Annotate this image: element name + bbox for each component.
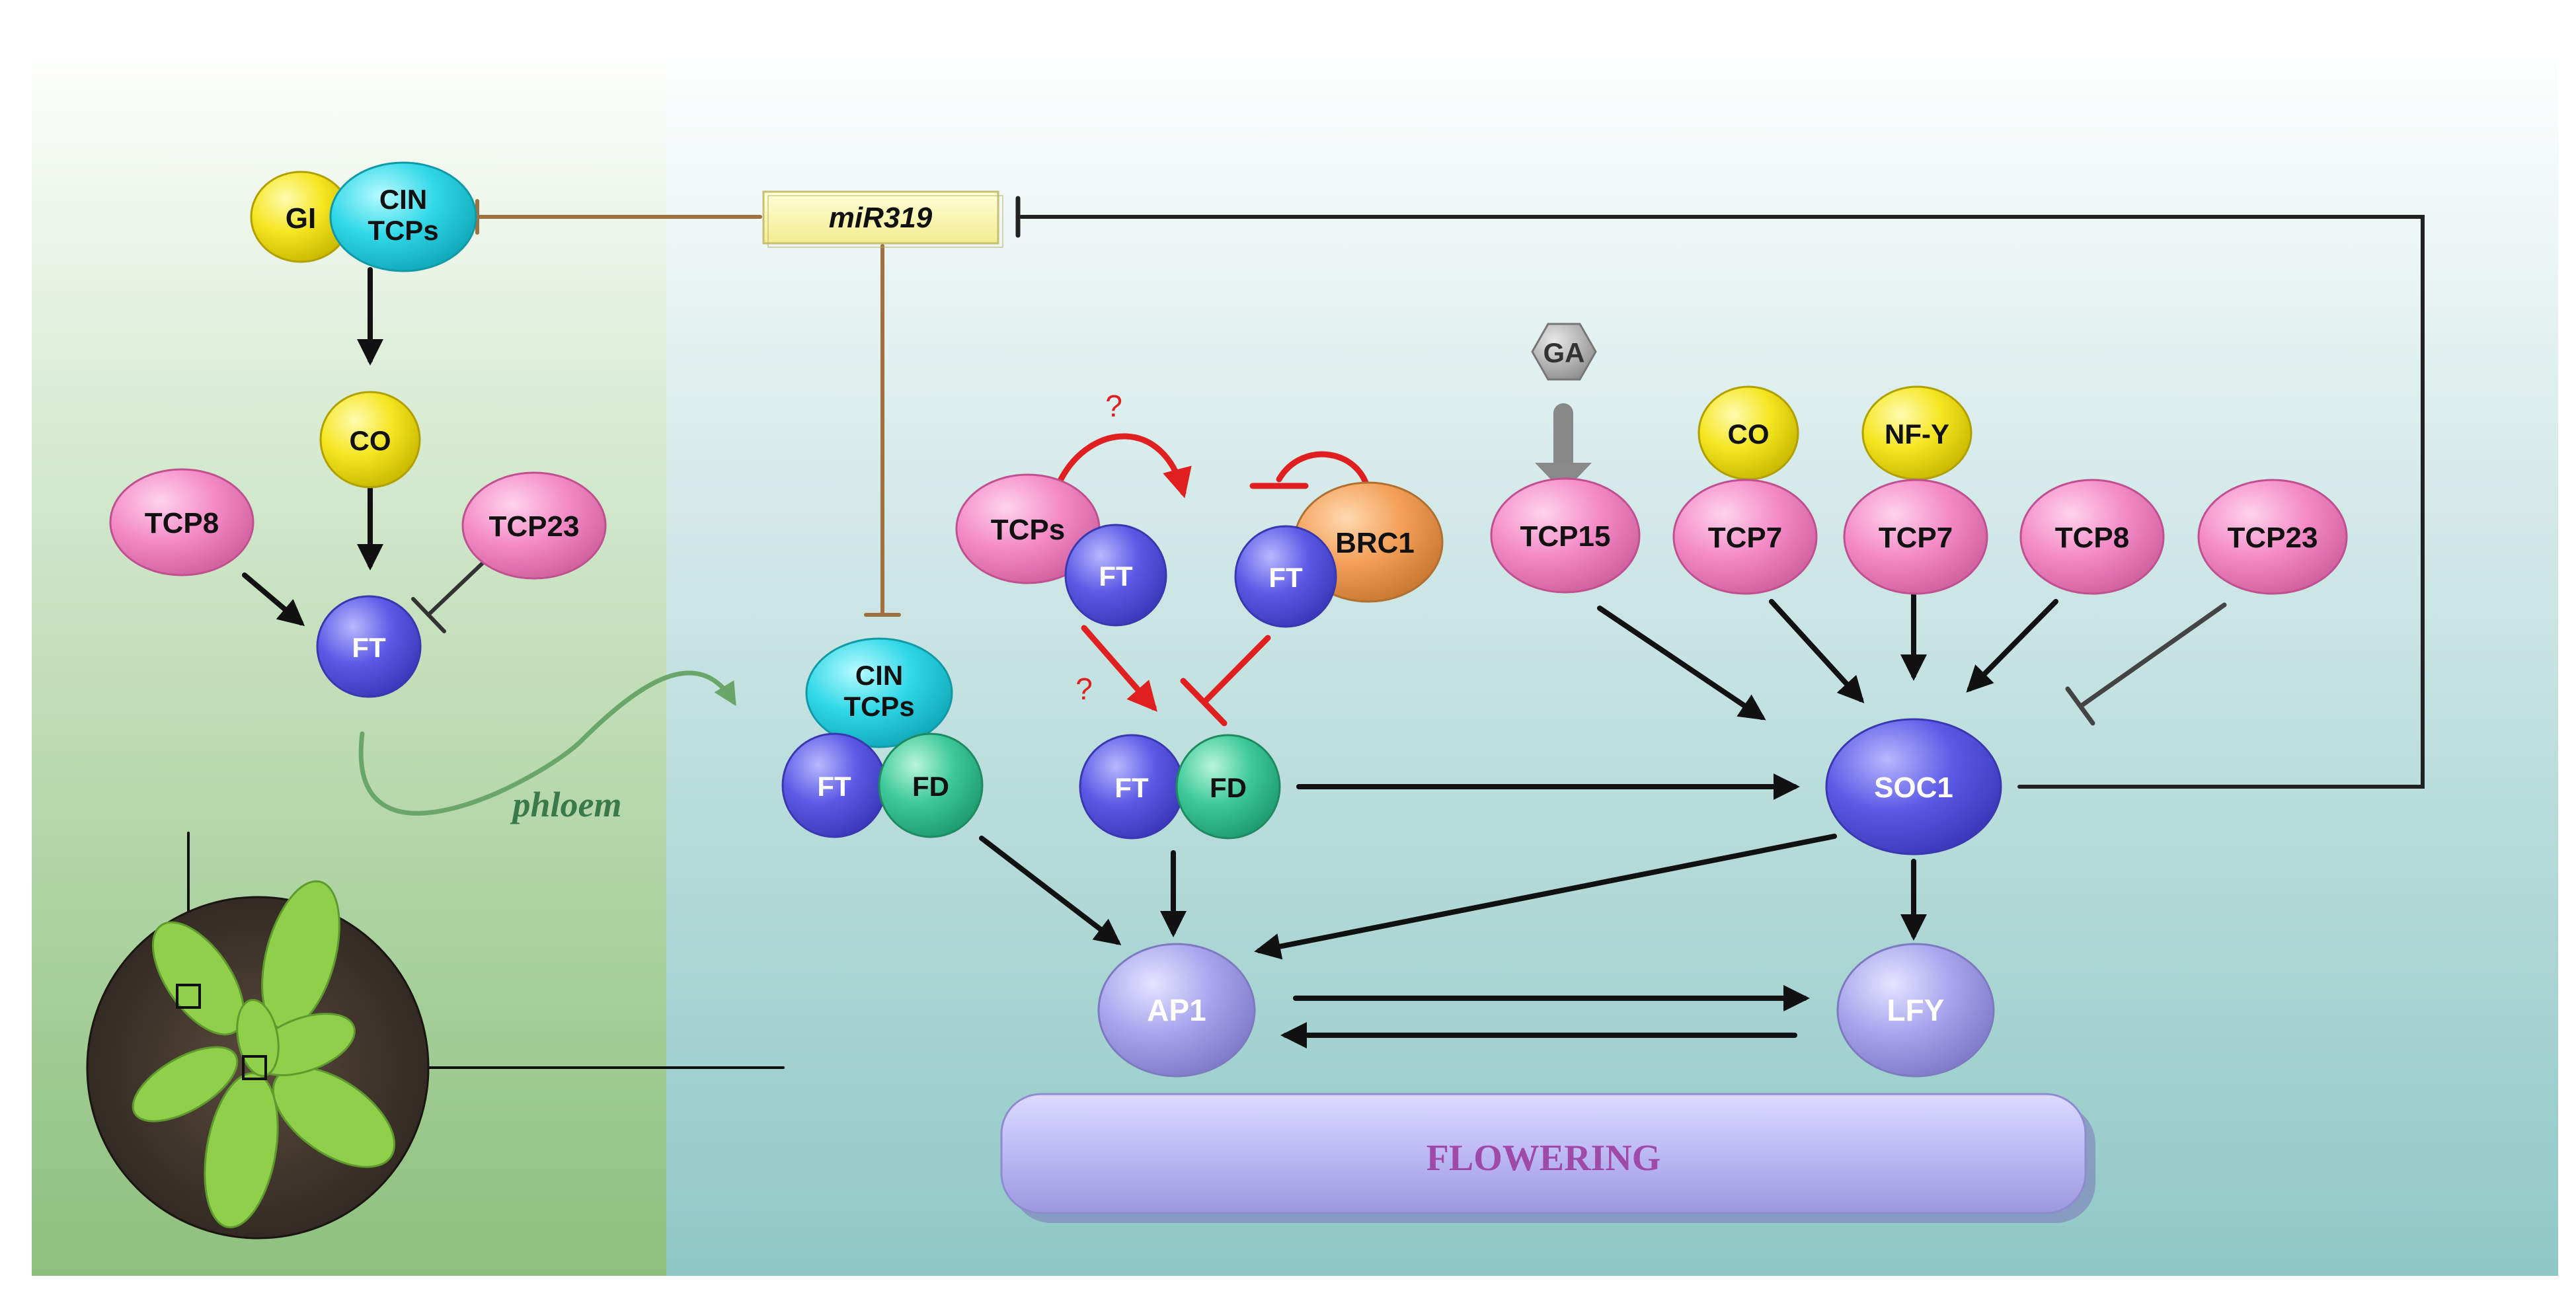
tcp15-node: TCP15 — [1490, 477, 1641, 594]
tcp8-to-soc1-arrow — [1966, 599, 2058, 693]
ap1-node: AP1 — [1097, 943, 1256, 1078]
fd-a-node: FD — [878, 732, 984, 838]
tcps-middle-node: TCPs — [955, 473, 1101, 584]
tcp8-right-label: TCP8 — [2055, 522, 2129, 554]
soc1-label: SOC1 — [1874, 771, 1953, 804]
tcp15-to-soc1-arrow — [1597, 606, 1766, 721]
brc1-self-inhibition — [1276, 451, 1372, 496]
lfy-node: LFY — [1836, 943, 1995, 1078]
cin-tcps-left-line2: TCPs — [368, 215, 438, 246]
co-left-label: CO — [350, 425, 391, 456]
ap1-label: AP1 — [1147, 993, 1206, 1027]
tcps-ft-to-ft-fd-red-arrow — [1081, 625, 1157, 712]
left-panel-nodes: GI CIN TCPs CO TCP8 TCP23 FT phloem — [109, 161, 622, 824]
nfy-label: NF-Y — [1885, 418, 1949, 450]
flowering-outcome-box: FLOWERING — [1000, 1093, 2095, 1223]
phloem-label: phloem — [510, 785, 621, 824]
ga-label: GA — [1543, 337, 1585, 368]
right-nodes: GA TCP15 CO TCP7 NF-Y TCP7 TCP8 TCP23 — [1097, 323, 2348, 1078]
tcps-activate-ft-red-arrow — [1058, 433, 1192, 498]
cin-tcps-left-node: CIN TCPs — [329, 161, 477, 272]
tcp15-label: TCP15 — [1520, 520, 1611, 553]
ft-d-label: FT — [1114, 772, 1149, 803]
tcp23-inhibits-ft — [426, 560, 486, 617]
tcp7-a-label: TCP7 — [1708, 522, 1782, 554]
co-right-label: CO — [1728, 418, 1770, 450]
co-left-node: CO — [319, 391, 421, 489]
phloem-transport-arrow — [358, 670, 736, 816]
ft-a-node: FT — [781, 732, 887, 838]
plant-leaf-callout-box — [176, 984, 201, 1009]
ft-b-label: FT — [1099, 561, 1133, 592]
tcp7-b-label: TCP7 — [1879, 522, 1953, 554]
tcp23-right-label: TCP23 — [2228, 522, 2318, 554]
ga-node: GA — [1531, 323, 1597, 381]
fd-d-node: FD — [1175, 734, 1281, 840]
tcp23-left-label: TCP23 — [489, 510, 580, 543]
ft-d-node: FT — [1079, 734, 1185, 840]
gi-node: GI — [250, 171, 352, 263]
tcp8-left-node: TCP8 — [109, 468, 254, 576]
ft-fd-complex-to-ap1-arrow — [979, 836, 1122, 945]
brc1-ft-inhibits-ft-fd — [1201, 635, 1271, 705]
soc1-to-ap1-arrow — [1254, 834, 1837, 960]
ft-b-node: FT — [1064, 524, 1167, 627]
ft-a-label: FT — [817, 771, 851, 802]
plant-apex-callout-box — [242, 1055, 267, 1080]
tcp8-to-ft-arrow — [242, 572, 305, 627]
tcp7-b-node: TCP7 — [1843, 479, 1988, 595]
tcp8-right-node: TCP8 — [2019, 479, 2165, 595]
tcp23-right-node: TCP23 — [2197, 479, 2348, 595]
cin-tcps-left-line1: CIN — [379, 184, 427, 215]
cin-tcps-middle-node: CIN TCPs — [805, 637, 953, 748]
middle-nodes: CIN TCPs FT FD TCPs FT ? ? BRC1 FT — [781, 389, 1444, 840]
mir319-node: miR319 — [762, 190, 1003, 248]
tcp23-left-node: TCP23 — [461, 471, 607, 580]
flowering-label: FLOWERING — [1426, 1138, 1661, 1179]
cin-tcps-middle-line1: CIN — [855, 660, 903, 691]
mir319-label: miR319 — [829, 202, 933, 234]
tcp7-a-node: TCP7 — [1672, 479, 1818, 595]
tcp7-to-soc1-arrow — [1769, 599, 1865, 703]
ga-to-tcp15-arrowhead — [1535, 463, 1592, 493]
connectors — [187, 196, 2425, 1069]
ft-c-node: FT — [1234, 525, 1337, 628]
lfy-label: LFY — [1887, 993, 1945, 1027]
tcp8-left-label: TCP8 — [145, 507, 219, 539]
fd-d-label: FD — [1210, 772, 1247, 803]
question-mark-top: ? — [1105, 389, 1122, 423]
plant-rosette-image — [86, 880, 430, 1240]
gi-label: GI — [286, 202, 316, 235]
ft-left-node: FT — [316, 595, 422, 698]
tcps-middle-label: TCPs — [991, 514, 1065, 546]
soc1-feedback-inhibits-mir319 — [1019, 215, 2425, 789]
fd-a-label: FD — [912, 771, 949, 802]
nfy-node: NF-Y — [1861, 385, 1972, 481]
ft-left-label: FT — [352, 632, 386, 663]
brc1-label: BRC1 — [1335, 527, 1415, 559]
question-mark-bottom: ? — [1075, 672, 1093, 706]
tcp23-inhibits-soc1 — [2078, 602, 2227, 709]
cin-tcps-middle-line2: TCPs — [843, 691, 914, 722]
soc1-node: SOC1 — [1825, 718, 2002, 855]
ft-c-label: FT — [1268, 562, 1303, 593]
co-right-node: CO — [1698, 385, 1799, 481]
